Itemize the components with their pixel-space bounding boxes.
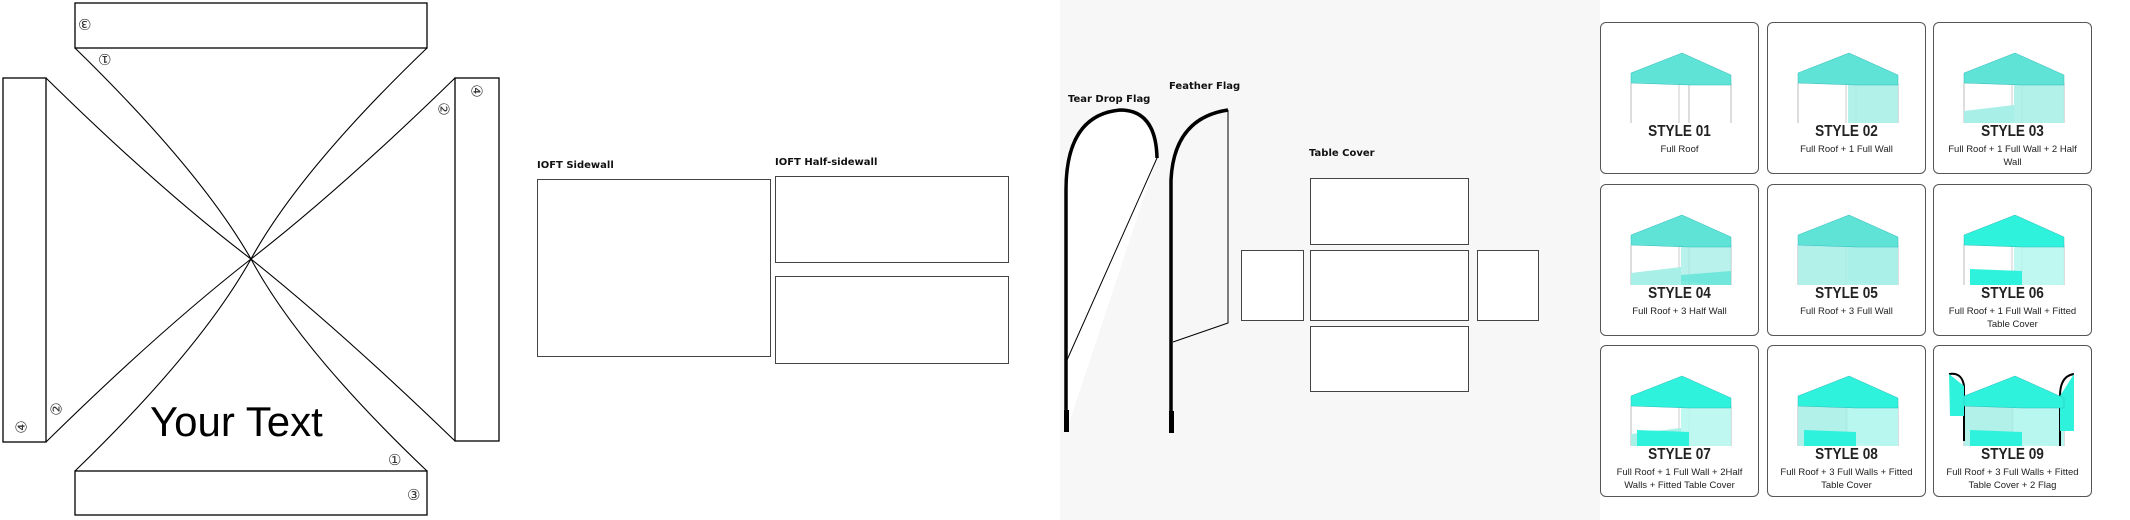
style-description: Full Roof + 3 Half Wall <box>1632 306 1727 317</box>
canopy-template-diagram <box>2 2 500 516</box>
tent-illustration-icon <box>1963 214 2065 285</box>
style-title: STYLE 06 <box>1981 285 2044 302</box>
marker: ② <box>434 102 452 116</box>
top-valance <box>74 2 428 49</box>
feather-flag-label: Feather Flag <box>1169 81 1241 92</box>
style-description: Full Roof <box>1660 144 1699 155</box>
style-description: Full Roof + 1 Full Wall + 2Half Walls + … <box>1616 467 1743 491</box>
style-card[interactable]: STYLE 04 Full Roof + 3 Half Wall <box>1600 184 1759 336</box>
style-card[interactable]: STYLE 02 Full Roof + 1 Full Wall <box>1767 22 1926 174</box>
style-description: Full Roof + 3 Full Walls + Fitted Table … <box>1946 467 2079 491</box>
style-title: STYLE 03 <box>1981 123 2044 140</box>
half-sidewall-panel-1 <box>775 176 1009 263</box>
table-cover-front <box>1310 326 1469 392</box>
marker: ① <box>98 50 112 67</box>
tent-illustration-icon <box>1630 52 1732 123</box>
style-card[interactable]: STYLE 06 Full Roof + 1 Full Wall + Fitted… <box>1933 184 2092 336</box>
style-description: Full Roof + 3 Full Wall <box>1800 306 1893 317</box>
style-title: STYLE 09 <box>1981 446 2044 463</box>
table-cover-back <box>1310 178 1469 245</box>
style-card[interactable]: STYLE 07 Full Roof + 1 Full Wall + 2Half … <box>1600 345 1759 497</box>
table-cover-left <box>1241 250 1304 321</box>
right-valance <box>454 77 500 442</box>
style-title: STYLE 02 <box>1815 123 1878 140</box>
marker: ③ <box>78 15 92 32</box>
half-sidewall-label: IOFT Half-sidewall <box>775 157 878 168</box>
style-description: Full Roof + 3 Full Walls + Fitted Table … <box>1780 467 1913 491</box>
half-sidewall-panel-2 <box>775 276 1009 364</box>
feather-flag-icon <box>1169 108 1229 433</box>
tent-illustration-icon <box>1948 372 2075 446</box>
marker: ② <box>48 402 66 416</box>
marker: ④ <box>13 420 31 434</box>
style-title: STYLE 07 <box>1648 446 1711 463</box>
style-title: STYLE 01 <box>1648 123 1711 140</box>
style-card[interactable]: STYLE 09 Full Roof + 3 Full Walls + Fitte… <box>1933 345 2092 497</box>
marker: ① <box>388 452 402 469</box>
tent-illustration-icon <box>1963 52 2065 123</box>
tent-illustration-icon <box>1630 375 1732 446</box>
table-cover-right <box>1477 250 1539 321</box>
style-description: Full Roof + 1 Full Wall <box>1800 144 1893 155</box>
style-title: STYLE 05 <box>1815 285 1878 302</box>
style-description: Full Roof + 1 Full Wall + 2 Half Wall <box>1948 144 2077 168</box>
tent-illustration-icon <box>1630 214 1732 285</box>
marker: ④ <box>467 84 485 98</box>
style-description: Full Roof + 1 Full Wall + Fitted Table C… <box>1948 306 2077 330</box>
marker: ③ <box>407 487 421 504</box>
left-valance <box>2 77 47 443</box>
tent-illustration-icon <box>1797 52 1899 123</box>
style-card[interactable]: STYLE 03 Full Roof + 1 Full Wall + 2 Half… <box>1933 22 2092 174</box>
your-text-placeholder: Your Text <box>150 398 323 445</box>
tent-illustration-icon <box>1797 375 1899 446</box>
style-card[interactable]: STYLE 08 Full Roof + 3 Full Walls + Fitte… <box>1767 345 1926 497</box>
tent-illustration-icon <box>1797 214 1899 285</box>
teardrop-flag-icon <box>1064 108 1159 432</box>
bottom-valance <box>74 470 428 516</box>
sidewall-label: IOFT Sidewall <box>537 160 614 171</box>
table-cover-top <box>1310 250 1469 321</box>
style-card[interactable]: STYLE 01 Full Roof <box>1600 22 1759 174</box>
table-cover-label: Table Cover <box>1309 148 1375 159</box>
style-title: STYLE 04 <box>1648 285 1711 302</box>
style-card[interactable]: STYLE 05 Full Roof + 3 Full Wall <box>1767 184 1926 336</box>
sidewall-panel <box>537 179 771 357</box>
flags-diagram <box>1064 108 1229 433</box>
style-title: STYLE 08 <box>1815 446 1878 463</box>
teardrop-flag-label: Tear Drop Flag <box>1068 94 1151 105</box>
roof-panel-seams <box>45 47 456 472</box>
